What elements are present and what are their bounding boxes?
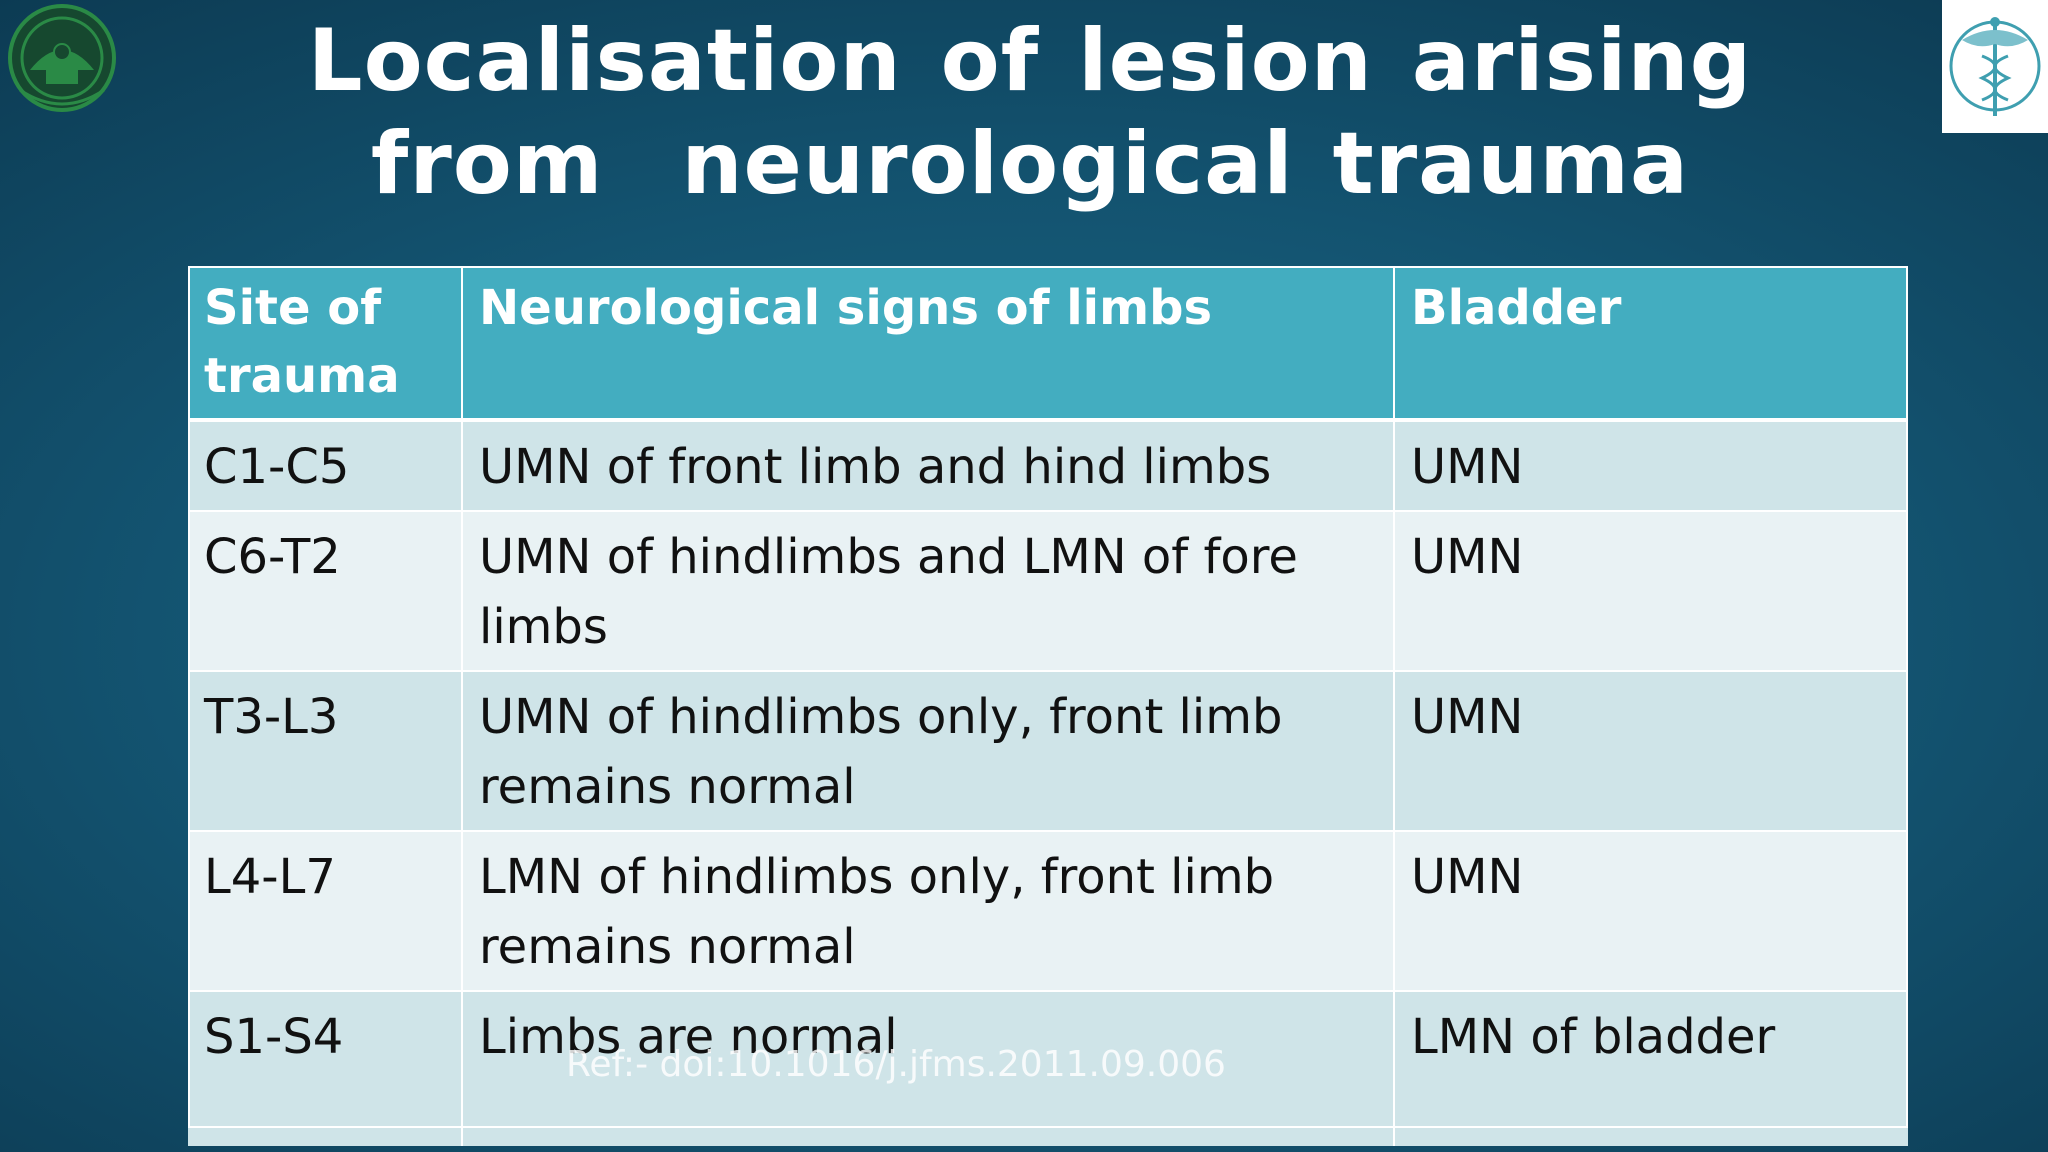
cell-signs: Limbs are normal bbox=[462, 991, 1395, 1146]
cell-site: T3-L3 bbox=[188, 671, 463, 831]
cell-site: L4-L7 bbox=[188, 831, 463, 991]
reference-text: Ref:- doi:10.1016/j.jfms.2011.09.006 bbox=[566, 1044, 1226, 1085]
cell-bladder: UMN bbox=[1411, 529, 1524, 585]
table-row: C1-C5 UMN of front limb and hind limbs U… bbox=[188, 420, 1908, 511]
cell-bladder: UMN bbox=[1411, 439, 1524, 495]
header-neurological-signs: Neurological signs of limbs bbox=[462, 266, 1395, 420]
title-line-1: Localisation of lesion arising bbox=[307, 11, 1753, 111]
title-line-2: from neurological trauma bbox=[370, 114, 1690, 214]
cell-site: S1-S4 bbox=[188, 991, 463, 1146]
table-row: C6-T2 UMN of hindlimbs and LMN of fore l… bbox=[188, 511, 1908, 671]
header-bladder: Bladder bbox=[1411, 280, 1622, 336]
cell-bladder: UMN bbox=[1411, 849, 1524, 905]
table-row: T3-L3 UMN of hindlimbs only, front limb … bbox=[188, 671, 1908, 831]
table-row: L4-L7 LMN of hindlimbs only, front limb … bbox=[188, 831, 1908, 991]
university-seal-icon bbox=[0, 0, 124, 118]
cell-signs: LMN of hindlimbs only, front limb remain… bbox=[462, 831, 1395, 991]
table-header-row: Site of trauma Neurological signs of lim… bbox=[188, 266, 1908, 420]
cell-site: C6-T2 bbox=[188, 511, 463, 671]
lesion-localisation-table: Site of trauma Neurological signs of lim… bbox=[188, 266, 1908, 1146]
table-row: S1-S4 Limbs are normal LMN of bladder bbox=[188, 991, 1908, 1146]
header-site-of-trauma: Site of trauma bbox=[188, 266, 463, 420]
cell-signs: UMN of front limb and hind limbs bbox=[462, 420, 1395, 511]
page-title: Localisation of lesion arising from neur… bbox=[150, 10, 1910, 216]
cell-signs: UMN of hindlimbs and LMN of fore limbs bbox=[462, 511, 1395, 671]
cell-bladder: LMN of bladder bbox=[1411, 1009, 1776, 1065]
cell-signs: UMN of hindlimbs only, front limb remain… bbox=[462, 671, 1395, 831]
cell-site: C1-C5 bbox=[188, 420, 463, 511]
veterinary-caduceus-icon bbox=[1942, 0, 2048, 133]
cell-bladder: UMN bbox=[1411, 689, 1524, 745]
